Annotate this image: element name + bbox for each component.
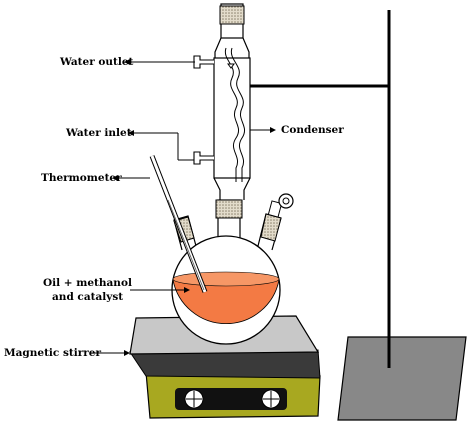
arrow-condenser [250,127,276,133]
stirrer-knob-left [184,389,204,409]
condenser-jacket [213,57,251,179]
label-condenser: Condenser [281,124,344,136]
leader-arrows [90,59,276,356]
label-water-inlet: Water inlet [66,127,132,139]
arrow-oil [130,287,190,293]
arrow-thermometer [112,175,150,181]
thermometer [149,155,208,293]
stopper [267,193,294,218]
label-magnetic-stirrer: Magnetic stirrer [4,347,101,359]
label-oil-line1: Oil + methanol [43,277,132,289]
arrow-stirrer [90,350,130,356]
cork-center [215,199,243,219]
round-bottom-flask [171,193,294,345]
condenser-top-cork [219,5,245,25]
arrow-water-inlet [128,130,194,161]
stand-base [337,336,467,421]
label-thermometer: Thermometer [41,172,122,184]
cork-right [260,213,282,242]
arrow-water-outlet [124,59,195,65]
condenser-inner-tube [224,47,240,182]
label-water-outlet: Water outlet [60,56,134,68]
condenser [193,3,251,200]
water-outlet-nozzle [193,55,214,69]
water-inlet-nozzle [193,151,214,165]
stirrer-knob-right [261,389,281,409]
label-oil-line2: and catalyst [52,291,124,303]
stirrer-control-panel [175,388,287,410]
